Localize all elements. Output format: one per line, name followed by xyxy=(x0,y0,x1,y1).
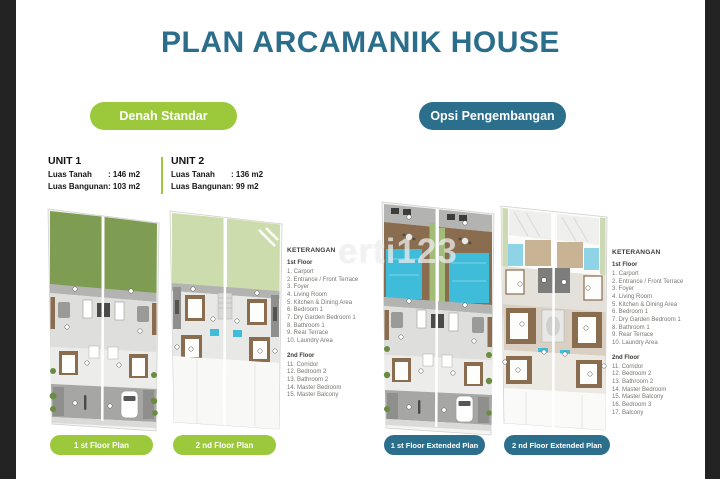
unit2-building-value: : 99 m2 xyxy=(231,181,259,191)
badge-opsi-pengembangan[interactable]: Opsi Pengembangan xyxy=(419,102,566,130)
legend-item: 3. Foyer xyxy=(287,284,310,291)
legend-standard-floor1-title: 1st Floor xyxy=(287,260,313,267)
letterbox-left xyxy=(0,0,16,479)
unit1-building-value: : 103 m2 xyxy=(108,181,141,191)
unit1-name: UNIT 1 xyxy=(48,155,82,167)
legend-item: 14. Master Bedroom xyxy=(612,386,667,393)
legend-item: 11. Corridor xyxy=(287,361,319,368)
floor-plan-1st-standard xyxy=(45,203,162,433)
letterbox-right xyxy=(705,0,720,479)
legend-extended-floor2-title: 2nd Floor xyxy=(612,354,640,361)
legend-item: 12. Bedroom 2 xyxy=(612,371,652,378)
unit1-land-value: : 146 m2 xyxy=(108,170,141,179)
legend-item: 7. Dry Garden Bedroom 1 xyxy=(612,317,681,324)
legend-item: 4. Living Room xyxy=(612,294,653,301)
legend-extended-floor1-title: 1st Floor xyxy=(612,262,638,269)
legend-standard-floor2-title: 2nd Floor xyxy=(287,352,315,359)
page-title: PLAN ARCAMANIK HOUSE xyxy=(161,26,560,59)
legend-item: 13. Bathroom 2 xyxy=(287,376,329,383)
unit2-info: UNIT 2 Luas Tanah : 136 m2 Luas Bangunan:… xyxy=(171,155,263,192)
legend-item: 2. Entrance / Front Terrace xyxy=(612,278,684,285)
legend-item: 3. Foyer xyxy=(612,286,635,293)
legend-item: 1. Carport xyxy=(612,271,639,278)
label-2nd-floor-extended-plan[interactable]: 2 nd Floor Extended Plan xyxy=(504,435,610,455)
legend-item: 6. Bedroom 1 xyxy=(287,307,324,314)
label-1st-floor-extended-plan[interactable]: 1 st Floor Extended Plan xyxy=(384,435,485,455)
unit2-name: UNIT 2 xyxy=(171,155,205,167)
legend-item: 12. Bedroom 2 xyxy=(287,369,327,376)
legend-item: 15. Master Balcony xyxy=(287,392,339,399)
unit2-building-label: Luas Bangunan xyxy=(171,181,232,191)
content-area: PLAN ARCAMANIK HOUSE Denah Standar Opsi … xyxy=(16,0,705,479)
legend-item: 7. Dry Garden Bedroom 1 xyxy=(287,315,356,322)
legend-item: 2. Entrance / Front Terrace xyxy=(287,276,359,283)
floor-plan-2nd-standard-svg xyxy=(169,210,283,430)
legend-item: 11. Corridor xyxy=(612,363,644,370)
label-2nd-floor-plan[interactable]: 2 nd Floor Plan xyxy=(173,435,276,455)
unit1-building-label: Luas Bangunan xyxy=(48,181,109,191)
legend-item: 8. Bathroom 1 xyxy=(287,322,325,329)
legend-item: 16. Bedroom 3 xyxy=(612,401,652,408)
legend-item: 10. Laundry Area xyxy=(612,340,658,347)
unit-divider xyxy=(161,157,163,194)
unit1-info: UNIT 1 Luas Tanah : 146 m2 Luas Bangunan:… xyxy=(48,155,140,192)
floor-plan-2nd-extended-svg xyxy=(500,205,608,431)
legend-item: 1. Carport xyxy=(287,269,314,276)
legend-item: 14. Master Bedroom xyxy=(287,384,342,391)
legend-standard-title: KETERANGAN xyxy=(287,247,336,254)
legend-item: 8. Bathroom 1 xyxy=(612,324,650,331)
legend-item: 6. Bedroom 1 xyxy=(612,309,649,316)
legend-item: 9. Rear Terrace xyxy=(287,330,329,337)
legend-item: 10. Laundry Area xyxy=(287,338,333,345)
floor-plan-1st-standard-svg xyxy=(47,208,160,432)
unit2-land-value: : 136 m2 xyxy=(231,170,264,179)
badge-denah-standar[interactable]: Denah Standar xyxy=(90,102,237,130)
legend-item: 15. Master Balcony xyxy=(612,394,664,401)
legend-item: 9. Rear Terrace xyxy=(612,332,654,339)
floor-plan-1st-extended-svg xyxy=(381,201,495,436)
legend-item: 17. Balcony xyxy=(612,409,644,416)
floor-plan-2nd-standard xyxy=(167,205,285,431)
floor-plan-2nd-extended xyxy=(498,200,610,432)
unit1-land-label: Luas Tanah xyxy=(48,170,92,179)
unit2-land-label: Luas Tanah xyxy=(171,170,215,179)
legend-extended-title: KETERANGAN xyxy=(612,249,661,256)
legend-item: 13. Bathroom 2 xyxy=(612,378,654,385)
floor-plan-1st-extended xyxy=(379,197,497,437)
label-1st-floor-plan[interactable]: 1 st Floor Plan xyxy=(50,435,153,455)
legend-item: 5. Kitchen & Dining Area xyxy=(612,301,678,308)
legend-item: 4. Living Room xyxy=(287,292,328,299)
legend-item: 5. Kitchen & Dining Area xyxy=(287,299,353,306)
